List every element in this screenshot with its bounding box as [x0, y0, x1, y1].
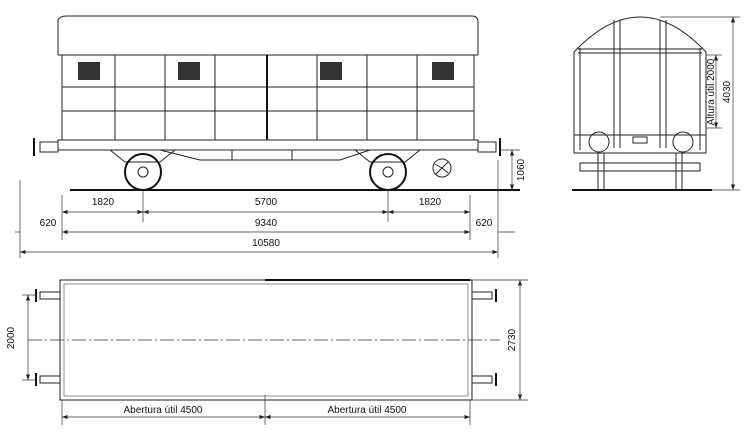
- buffers: [33, 138, 501, 156]
- side-dimensions: [15, 149, 520, 258]
- roof: [57, 15, 479, 55]
- dim-overhang-left: 1820: [92, 197, 115, 208]
- wheel: [369, 153, 407, 191]
- dim-opening-right: Abertura útil 4500: [328, 405, 407, 416]
- side-posts: [114, 55, 418, 140]
- fishbelly-frame: [159, 149, 371, 161]
- dim-overhang-right: 1820: [419, 197, 442, 208]
- plan-buffers: [35, 289, 497, 386]
- underframe: [57, 139, 479, 151]
- roof-arc: [573, 16, 707, 53]
- dim-buffer-left: 620: [40, 218, 57, 229]
- side-view: 1820 5700 1820 620 9340 620 10580 1060: [15, 15, 527, 258]
- vent-grilles: [78, 62, 454, 80]
- bogie-right: [354, 149, 421, 191]
- wheel: [124, 153, 162, 191]
- dim-buffer-height: 1060: [516, 158, 527, 181]
- end-view: Altura útil 2000 4030: [572, 16, 740, 191]
- buffer-right: [672, 131, 694, 153]
- dim-total-height: 4030: [722, 80, 733, 103]
- dim-wheelbase: 5700: [255, 197, 278, 208]
- dim-useful-height: Altura útil 2000: [706, 58, 717, 125]
- bogie-left: [109, 149, 176, 191]
- dim-buffer-spacing: 2000: [6, 326, 17, 349]
- dim-width: 2730: [507, 328, 518, 351]
- dim-overall-length: 10580: [252, 238, 280, 249]
- buffer-left: [588, 131, 610, 153]
- dim-opening-left: Abertura útil 4500: [124, 405, 203, 416]
- axle: [579, 162, 701, 172]
- dim-body-length: 9340: [255, 218, 278, 229]
- dim-buffer-right: 620: [476, 218, 493, 229]
- brake-wheel-icon: [432, 158, 452, 178]
- plan-view: 2000 2730 Abertura útil 4500 Abertura út…: [6, 279, 528, 425]
